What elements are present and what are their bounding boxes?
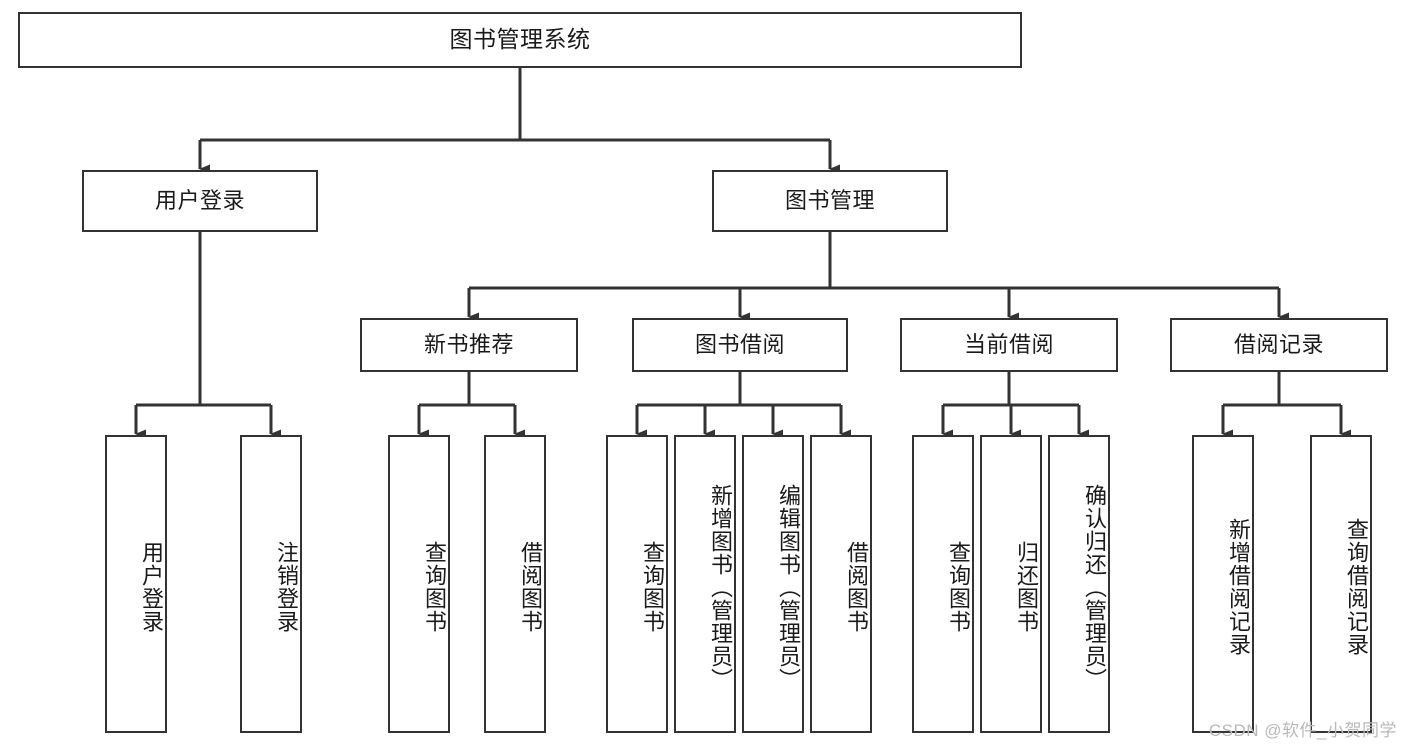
node-label: 查询借阅记录 (1344, 518, 1369, 656)
node-label: 借阅图书 (518, 541, 543, 633)
node-label: 借阅记录 (1233, 331, 1324, 357)
node-leaf-10[interactable]: 归还图书 (980, 435, 1042, 733)
node-leaf-13[interactable]: 查询借阅记录 (1310, 435, 1372, 733)
node-label: 用户登录 (154, 187, 245, 213)
node-label: 确认归还（管理员） (1082, 483, 1107, 691)
node-label: 图书借阅 (694, 331, 785, 357)
node-newbook[interactable]: 新书推荐 (360, 318, 578, 372)
node-label: 新增借阅记录 (1226, 518, 1251, 656)
node-leaf-4[interactable]: 借阅图书 (484, 435, 546, 733)
node-label: 查询图书 (640, 541, 665, 633)
node-leaf-1[interactable]: 用户登录 (105, 435, 167, 733)
node-label: 图书管理 (784, 187, 875, 213)
node-leaf-6[interactable]: 新增图书（管理员） (674, 435, 736, 733)
node-label: 查询图书 (946, 541, 971, 633)
node-leaf-3[interactable]: 查询图书 (388, 435, 450, 733)
node-leaf-2[interactable]: 注销登录 (240, 435, 302, 733)
node-leaf-5[interactable]: 查询图书 (606, 435, 668, 733)
node-label: 借阅图书 (844, 541, 869, 633)
node-root[interactable]: 图书管理系统 (18, 12, 1022, 68)
node-label: 新书推荐 (423, 331, 514, 357)
node-records[interactable]: 借阅记录 (1170, 318, 1388, 372)
node-label: 用户登录 (139, 541, 164, 633)
node-label: 查询图书 (422, 541, 447, 633)
node-label: 当前借阅 (963, 331, 1054, 357)
node-login[interactable]: 用户登录 (82, 170, 318, 232)
csdn-watermark: CSDN @软件_小贺同学 (1208, 721, 1397, 740)
node-label: 注销登录 (274, 541, 299, 633)
node-current[interactable]: 当前借阅 (900, 318, 1118, 372)
node-label: 归还图书 (1014, 541, 1039, 633)
node-label: 新增图书（管理员） (708, 483, 733, 691)
node-leaf-7[interactable]: 编辑图书（管理员） (742, 435, 804, 733)
node-label: 编辑图书（管理员） (776, 483, 801, 691)
node-bookmgmt[interactable]: 图书管理 (712, 170, 948, 232)
node-borrow[interactable]: 图书借阅 (632, 318, 848, 372)
node-leaf-9[interactable]: 查询图书 (912, 435, 974, 733)
node-leaf-11[interactable]: 确认归还（管理员） (1048, 435, 1110, 733)
node-leaf-8[interactable]: 借阅图书 (810, 435, 872, 733)
node-leaf-12[interactable]: 新增借阅记录 (1192, 435, 1254, 733)
node-label: 图书管理系统 (449, 26, 591, 53)
